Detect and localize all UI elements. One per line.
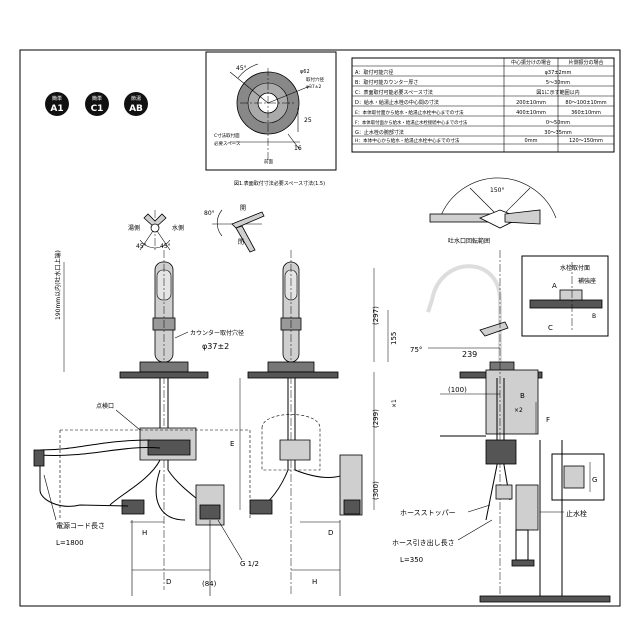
close-label: 閉 bbox=[238, 239, 244, 246]
dim-299-label: (299) bbox=[372, 409, 380, 428]
table-head-center: 中心振分けの場合 bbox=[511, 59, 551, 66]
dim-f-label: F bbox=[546, 416, 550, 424]
front-view-middle bbox=[247, 250, 363, 596]
hole-dia1-label: φ62 bbox=[300, 69, 310, 75]
badge-c1: 簡単 C1 bbox=[85, 92, 109, 116]
hose-length-value: L=350 bbox=[400, 556, 423, 564]
stop-valve-label: 止水栓 bbox=[566, 509, 587, 518]
side-view-right bbox=[426, 250, 611, 603]
dim-g-label: G bbox=[592, 476, 597, 484]
table-row-value: 30～35mm bbox=[544, 130, 572, 136]
hole-dia2-label: φ37±2 bbox=[306, 84, 321, 90]
table-row-label: H：本体中心から給水・給湯止水栓中心までの寸法 bbox=[355, 137, 460, 144]
reinforce-label: 補強座 bbox=[578, 277, 596, 285]
mount-detail-callout: 水栓取付面 補強座 A B C bbox=[521, 255, 609, 337]
badge-top: 節湯 bbox=[131, 95, 141, 102]
spout-rotation-view: 150° 吐水口回転範囲 bbox=[429, 177, 557, 245]
angle-75-label: 75° bbox=[410, 346, 422, 354]
open-label: 開 bbox=[240, 205, 246, 212]
dim-a-label: A bbox=[552, 282, 557, 290]
table-row-label: B：取付可能カウンター厚さ bbox=[355, 79, 418, 86]
table-row-value: 5～30mm bbox=[546, 80, 570, 86]
table-row-value: 0～50mm bbox=[546, 120, 570, 126]
hole-c-label-1: C寸法取付面 bbox=[214, 132, 240, 139]
badge-bottom: C1 bbox=[91, 104, 104, 114]
handle-top-view: 湯側 水側 45° 45° bbox=[128, 210, 184, 252]
hole-detail-caption: 図1.表面取付寸法必要スペース寸法(1.5) bbox=[234, 180, 325, 187]
dim-h2-label: H bbox=[312, 578, 317, 586]
hole-c-label-2: 必要スペース bbox=[214, 140, 241, 147]
dim-300-label: (300) bbox=[372, 481, 380, 500]
b-mark-label: B bbox=[520, 392, 525, 400]
dim-297-label: (297) bbox=[372, 306, 380, 325]
table-row-value: 0mm bbox=[525, 138, 538, 144]
dim-b-label: B bbox=[592, 313, 596, 320]
counter-hole-label: カウンター取付穴径 bbox=[190, 329, 244, 337]
table-row-label: D：給水・給湯止水栓の中心間の寸法 bbox=[355, 99, 439, 106]
front-view-left bbox=[33, 250, 251, 590]
dim-x1-label: ×1 bbox=[391, 399, 398, 408]
table-row-value: φ37±2mm bbox=[545, 70, 572, 76]
cord-length-value: L=1800 bbox=[56, 539, 84, 547]
inspection-port-label: 点検口 bbox=[96, 402, 114, 410]
angle-80-label: 80° bbox=[204, 210, 215, 217]
table-row-value: 80～100±10mm bbox=[565, 100, 606, 106]
dim-155-label: 155 bbox=[390, 332, 398, 345]
spec-table: 中心振分けの場合 片側振分の場合 A：取付可能穴径 φ37±2mm B：取付可能… bbox=[351, 57, 615, 153]
hole-front-label: 前面 bbox=[264, 158, 273, 165]
table-row-value: 図1に示す範囲以内 bbox=[536, 89, 579, 96]
badge-ab: 節湯 AB bbox=[124, 92, 148, 116]
height-190-label: 190mm以内(吐水口上端) bbox=[54, 250, 62, 320]
drawing-frame bbox=[19, 49, 621, 607]
table-row-value: 360±10mm bbox=[571, 110, 601, 116]
table-row-label: C：表面取付可能必要スペース寸法 bbox=[355, 89, 433, 96]
angle-150-label: 150° bbox=[490, 187, 504, 194]
dim-d2-label: D bbox=[328, 529, 333, 537]
dim-84-label: (84) bbox=[202, 580, 217, 588]
cold-side-label: 水側 bbox=[172, 224, 184, 232]
angle-45-left: 45° bbox=[136, 243, 147, 250]
hole-detail-figure: 45° φ62 取付穴径 φ37±2 25 16 C寸法取付面 必要スペース 前… bbox=[205, 51, 337, 171]
hole-dim-a: 25 bbox=[304, 117, 312, 124]
table-row-label: A：取付可能穴径 bbox=[355, 69, 393, 76]
table-row-value: 200±10mm bbox=[516, 100, 546, 106]
badge-top: 簡単 bbox=[92, 95, 102, 102]
dim-x2-label: ×2 bbox=[514, 407, 523, 414]
lever-side-view: 80° 開 閉 bbox=[204, 205, 265, 253]
cord-length-title: 電源コード長さ bbox=[56, 521, 105, 530]
dim-h-label: H bbox=[142, 529, 147, 537]
table-row-value: 120～150mm bbox=[569, 138, 603, 144]
valve-detail-box: G bbox=[551, 453, 605, 501]
badge-a1: 簡単 A1 bbox=[45, 92, 69, 116]
dim-c-label: C bbox=[548, 324, 553, 332]
badge-bottom: A1 bbox=[50, 104, 63, 114]
dim-100-label: (100) bbox=[448, 386, 467, 394]
hose-length-title: ホース引き出し長さ bbox=[392, 538, 455, 547]
table-row-label: E：本体取付面から給水・給湯止水栓中心までの寸法 bbox=[355, 109, 464, 116]
table-row-label: F：本体取付面から給水・給湯止水栓接続中心までの寸法 bbox=[355, 119, 468, 126]
angle-45-right: 45° bbox=[160, 243, 171, 250]
dim-e-label: E bbox=[230, 440, 234, 448]
table-row-value: 400±10mm bbox=[516, 110, 546, 116]
hole-mount-label: 取付穴径 bbox=[306, 76, 324, 83]
table-row-label: G：止水栓の腕部寸法 bbox=[355, 129, 404, 136]
hot-side-label: 湯側 bbox=[128, 224, 140, 232]
hole-dim-b: 16 bbox=[294, 145, 302, 152]
badge-bottom: AB bbox=[129, 104, 143, 114]
dim-239-label: 239 bbox=[462, 350, 477, 359]
hose-stopper-label: ホースストッパー bbox=[400, 509, 456, 517]
mount-face-label: 水栓取付面 bbox=[560, 264, 590, 272]
g12-label: G 1/2 bbox=[240, 560, 259, 568]
counter-dia-label: φ37±2 bbox=[202, 342, 229, 351]
badge-top: 簡単 bbox=[52, 95, 62, 102]
dim-d-label: D bbox=[166, 578, 171, 586]
hole-angle-label: 45° bbox=[236, 65, 247, 72]
table-head-side: 片側振分の場合 bbox=[568, 59, 603, 66]
spout-range-label: 吐水口回転範囲 bbox=[448, 237, 490, 245]
